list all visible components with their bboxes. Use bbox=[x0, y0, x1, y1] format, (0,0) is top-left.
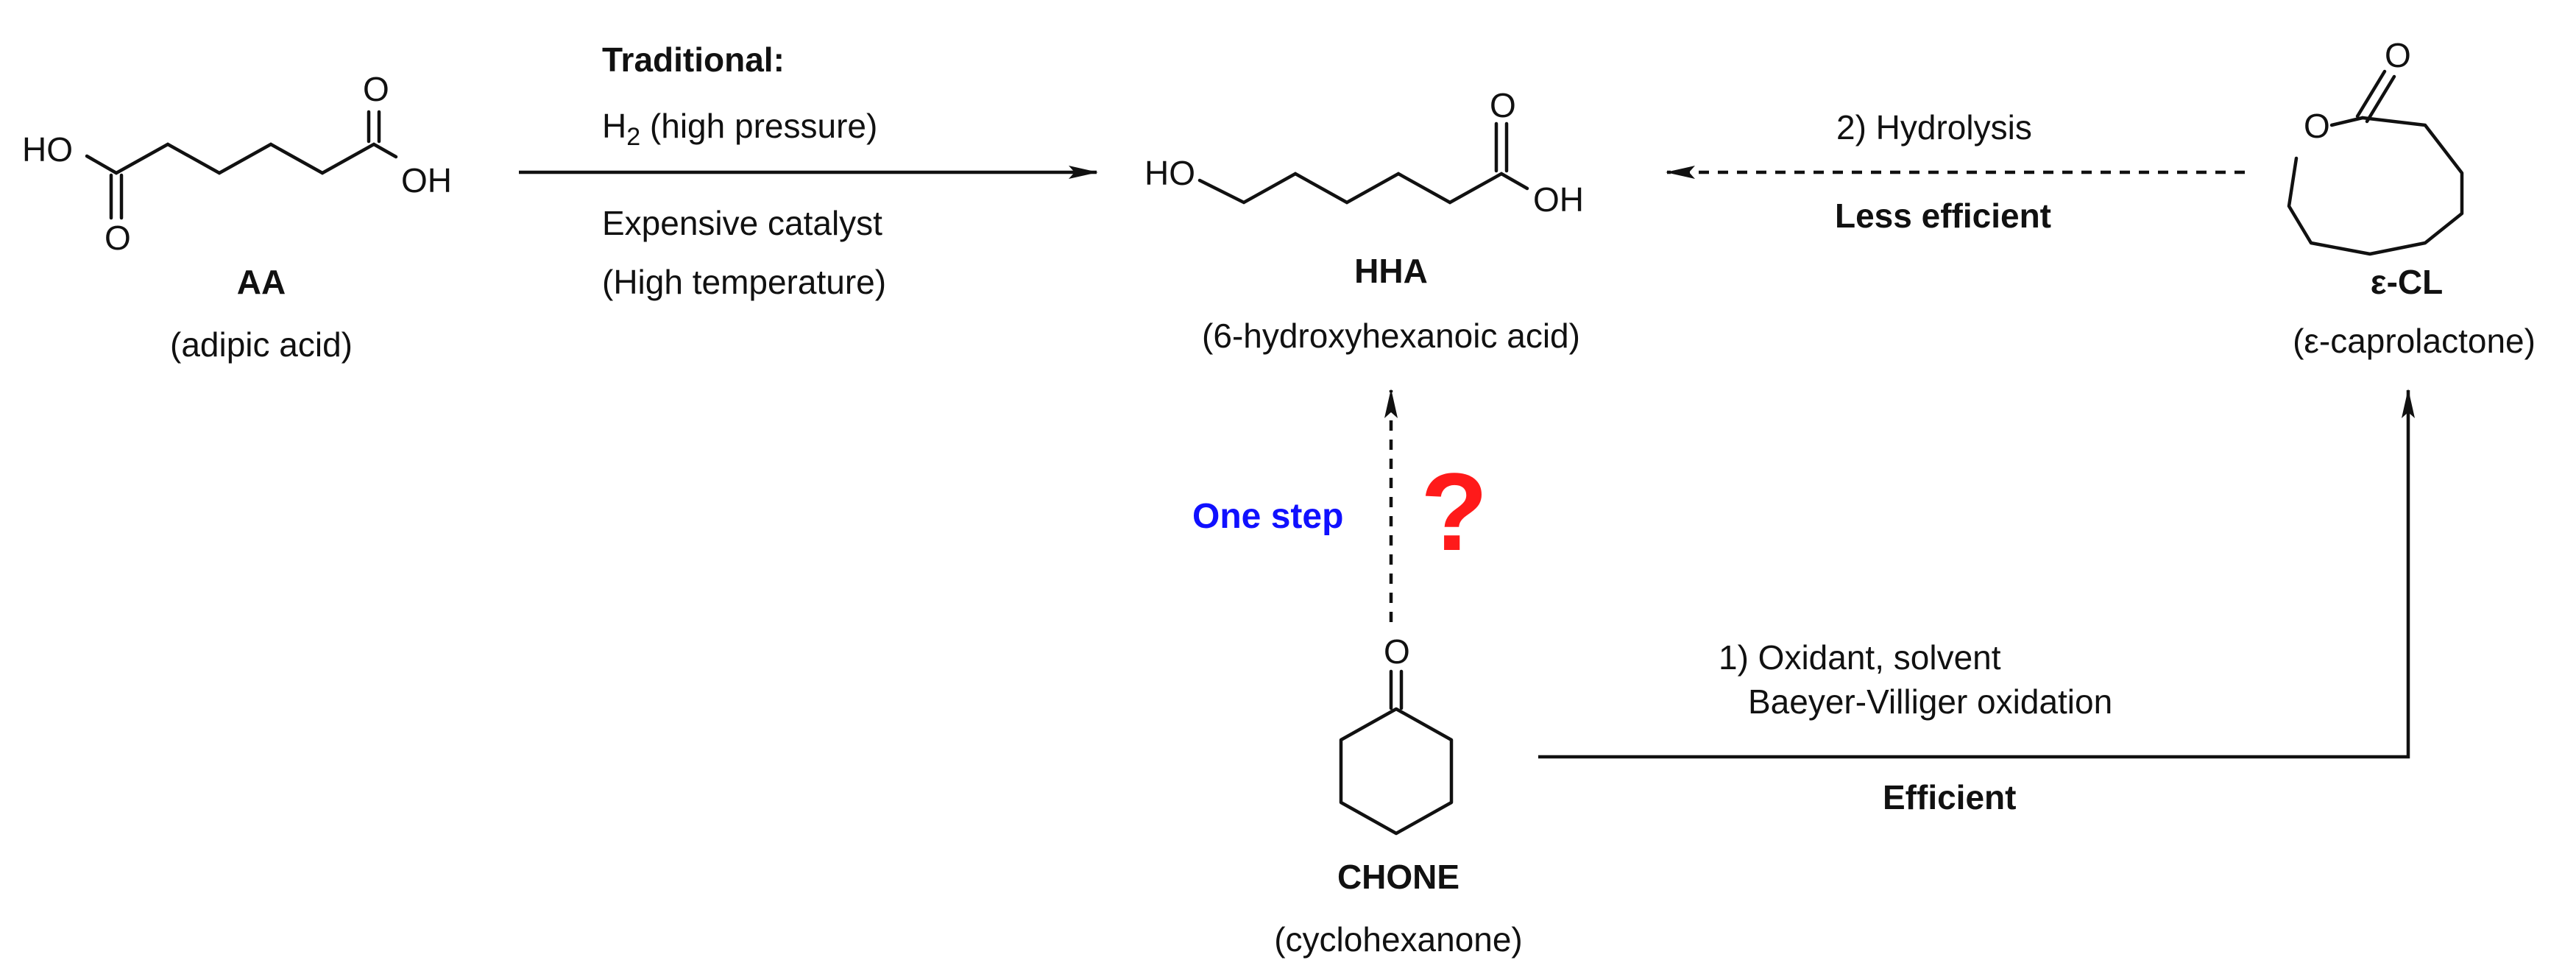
hha-o-top-label: O bbox=[1490, 86, 1516, 124]
ecl-carbonyl-bond-1 bbox=[2355, 69, 2387, 119]
ecl-ring-o-bond bbox=[2329, 116, 2365, 127]
chone-o-label: O bbox=[1384, 632, 1410, 671]
hha-abbreviation: HHA bbox=[1354, 252, 1428, 290]
hha-ho-label: HO bbox=[1144, 154, 1195, 192]
aa-name: (adipic acid) bbox=[170, 325, 353, 364]
oxidation-name: Baeyer-Villiger oxidation bbox=[1748, 682, 2113, 721]
hha-bonds bbox=[1197, 172, 1529, 205]
aa-oh-label: OH bbox=[401, 161, 452, 200]
chone-structure bbox=[1339, 669, 1454, 836]
traditional-temperature: (High temperature) bbox=[602, 263, 887, 301]
oxidation-arrow bbox=[1538, 389, 2415, 759]
hha-structure bbox=[1197, 121, 1529, 205]
hha-name: (6-hydroxyhexanoic acid) bbox=[1202, 317, 1580, 355]
traditional-h2-condition: H2 (high pressure) bbox=[602, 109, 877, 149]
hydrolysis-label: 2) Hydrolysis bbox=[1836, 108, 2032, 147]
traditional-heading: Traditional: bbox=[602, 40, 785, 79]
ecl-o-ring-label: O bbox=[2304, 107, 2330, 145]
h2-pressure-text: (high pressure) bbox=[640, 107, 878, 145]
traditional-catalyst: Expensive catalyst bbox=[602, 204, 882, 242]
chone-name: (cyclohexanone) bbox=[1274, 920, 1523, 959]
oxidation-efficiency: Efficient bbox=[1883, 778, 2017, 816]
question-mark: ? bbox=[1420, 450, 1488, 574]
one-step-label: One step bbox=[1192, 497, 1344, 536]
hha-oh-label: OH bbox=[1533, 180, 1584, 219]
ecl-carbonyl-bond-2 bbox=[2365, 74, 2396, 124]
ecl-o-carbonyl-label: O bbox=[2385, 36, 2411, 74]
aa-o-bottom-label: O bbox=[105, 219, 131, 257]
ecl-structure bbox=[2287, 69, 2464, 256]
aa-ho-label: HO bbox=[22, 130, 73, 169]
hydrolysis-efficiency: Less efficient bbox=[1835, 197, 2051, 235]
aa-o-top-label: O bbox=[363, 70, 389, 108]
aa-structure bbox=[85, 110, 398, 220]
aa-abbreviation: AA bbox=[236, 263, 286, 301]
ecl-ring-bonds bbox=[2287, 116, 2464, 256]
ecl-abbreviation: ε-CL bbox=[2370, 263, 2444, 301]
aa-bonds bbox=[85, 142, 398, 175]
ecl-name: (ε-caprolactone) bbox=[2293, 322, 2536, 360]
chone-abbreviation: CHONE bbox=[1337, 858, 1460, 896]
chone-ring bbox=[1339, 707, 1454, 836]
oxidation-conditions: 1) Oxidant, solvent bbox=[1719, 638, 2001, 677]
h2-symbol: H bbox=[602, 107, 627, 145]
h2-subscript: 2 bbox=[626, 123, 641, 151]
